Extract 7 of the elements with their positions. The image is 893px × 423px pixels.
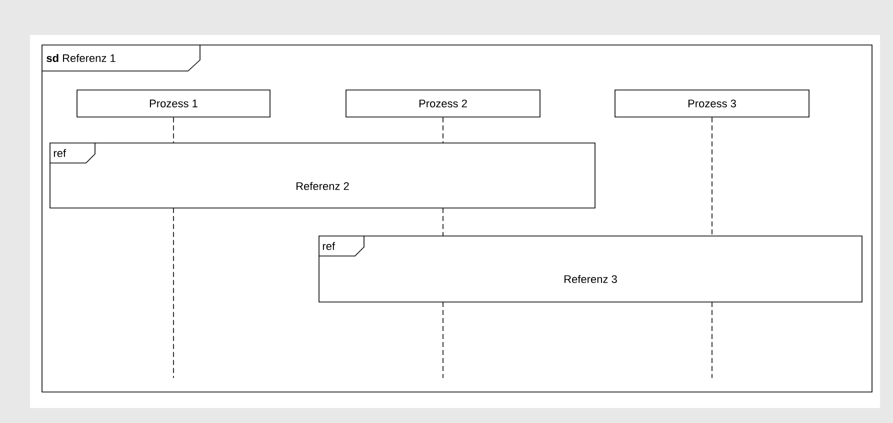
reference-box: ref Referenz 3: [318, 236, 862, 302]
lifeline-box: Prozess 2: [346, 90, 540, 118]
lifeline: [442, 117, 444, 378]
lifeline-box: Prozess 1: [76, 90, 270, 118]
reference-box: ref Referenz 2: [50, 142, 596, 208]
lifeline-box: Prozess 3: [614, 90, 810, 118]
lifeline: [173, 117, 174, 378]
